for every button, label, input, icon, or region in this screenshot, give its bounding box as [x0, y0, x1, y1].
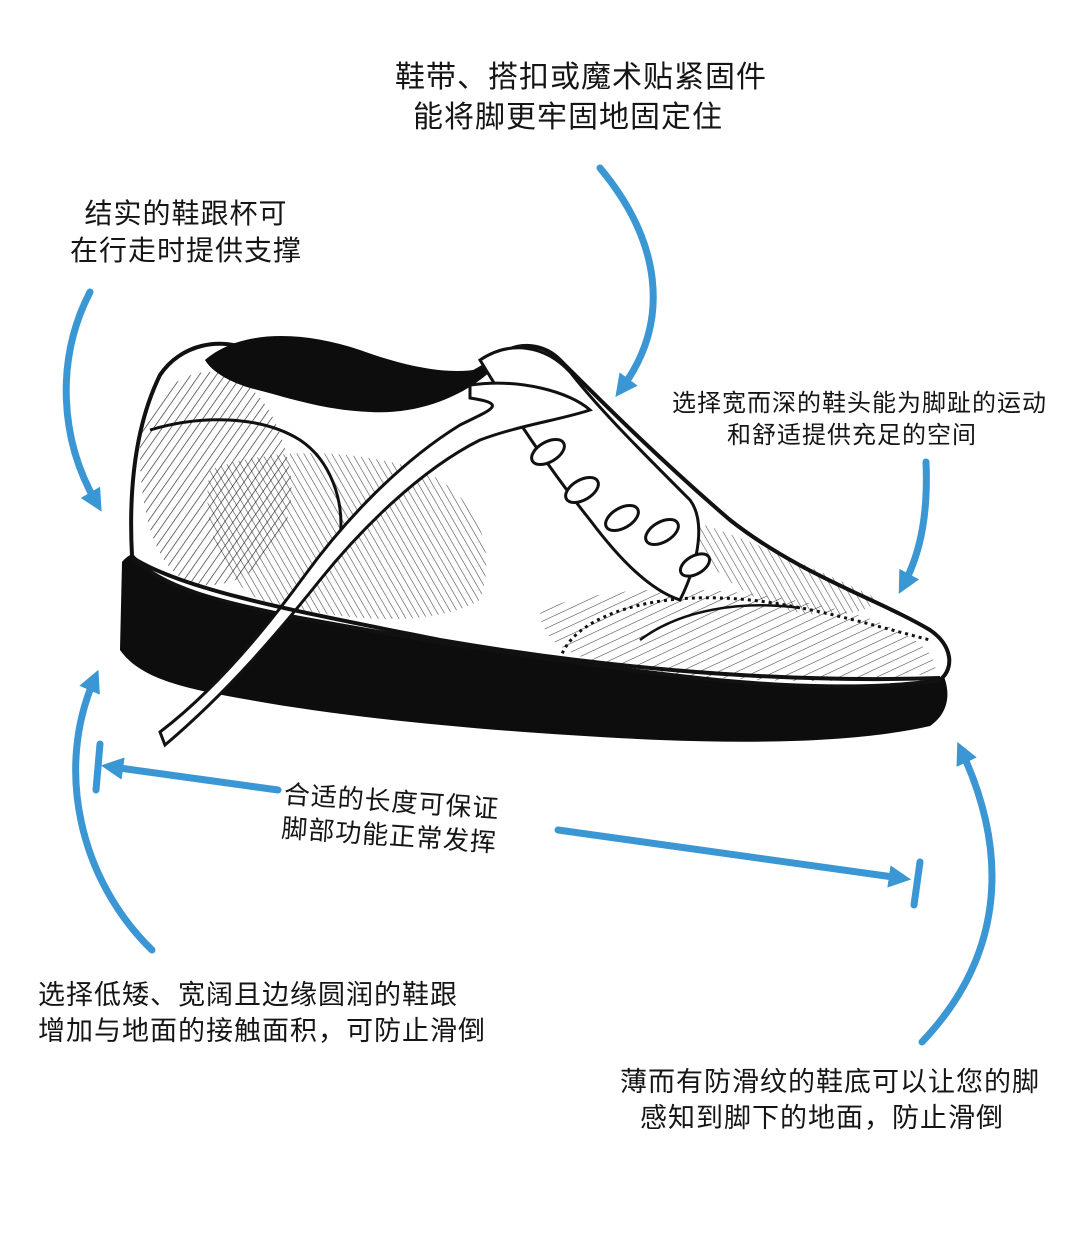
wing-seam	[639, 604, 801, 642]
length-end-tick-left	[92, 740, 104, 794]
label-sole-line2: 感知到脚下的地面，防止滑倒	[640, 1102, 1004, 1134]
arrow-laces	[596, 164, 657, 398]
label-heel-base-line1: 选择低矮、宽阔且边缘圆润的鞋跟	[38, 980, 458, 1011]
toe-cap-seam	[558, 596, 931, 661]
length-end-tick-right	[910, 858, 924, 909]
arrow-heel-base	[72, 669, 156, 954]
label-laces-line2: 能将脚更牢固地固定住	[413, 99, 723, 135]
arrow-heel-cup	[62, 288, 102, 512]
arrow-sole	[918, 741, 996, 1046]
label-laces: 鞋带、搭扣或魔术贴紧固件 能将脚更牢固地固定住	[395, 58, 767, 137]
label-sole-line1: 薄而有防滑纹的鞋底可以让您的脚	[620, 1067, 1040, 1098]
label-heel-cup: 结实的鞋跟杯可 在行走时提供支撑	[70, 196, 302, 270]
label-sole: 薄而有防滑纹的鞋底可以让您的脚 感知到脚下的地面，防止滑倒	[620, 1065, 1040, 1136]
heel-seam	[149, 418, 343, 541]
midsole-edge	[128, 554, 941, 682]
collar-opening	[205, 336, 500, 413]
arrow-toe-box	[898, 458, 930, 594]
label-toe-box: 选择宽而深的鞋头能为脚趾的运动 和舒适提供充足的空间	[672, 388, 1047, 451]
label-laces-line1: 鞋带、搭扣或魔术贴紧固件	[395, 60, 767, 95]
arrow-length-right	[554, 826, 912, 888]
label-heel-cup-line2: 在行走时提供支撑	[70, 233, 303, 267]
vamp-shading	[690, 520, 880, 615]
arrow-length-left	[100, 757, 282, 794]
label-heel-base-line2: 增加与地面的接触面积，可防止滑倒	[38, 1015, 486, 1047]
label-heel-base: 选择低矮、宽阔且边缘圆润的鞋跟 增加与地面的接触面积，可防止滑倒	[38, 978, 486, 1049]
label-heel-cup-line1: 结实的鞋跟杯可	[84, 197, 288, 230]
label-toe-box-line1: 选择宽而深的鞋头能为脚趾的运动	[672, 389, 1047, 417]
label-toe-box-line2: 和舒适提供充足的空间	[727, 420, 977, 449]
lace-strap	[158, 381, 593, 748]
lace-loops	[530, 438, 712, 578]
